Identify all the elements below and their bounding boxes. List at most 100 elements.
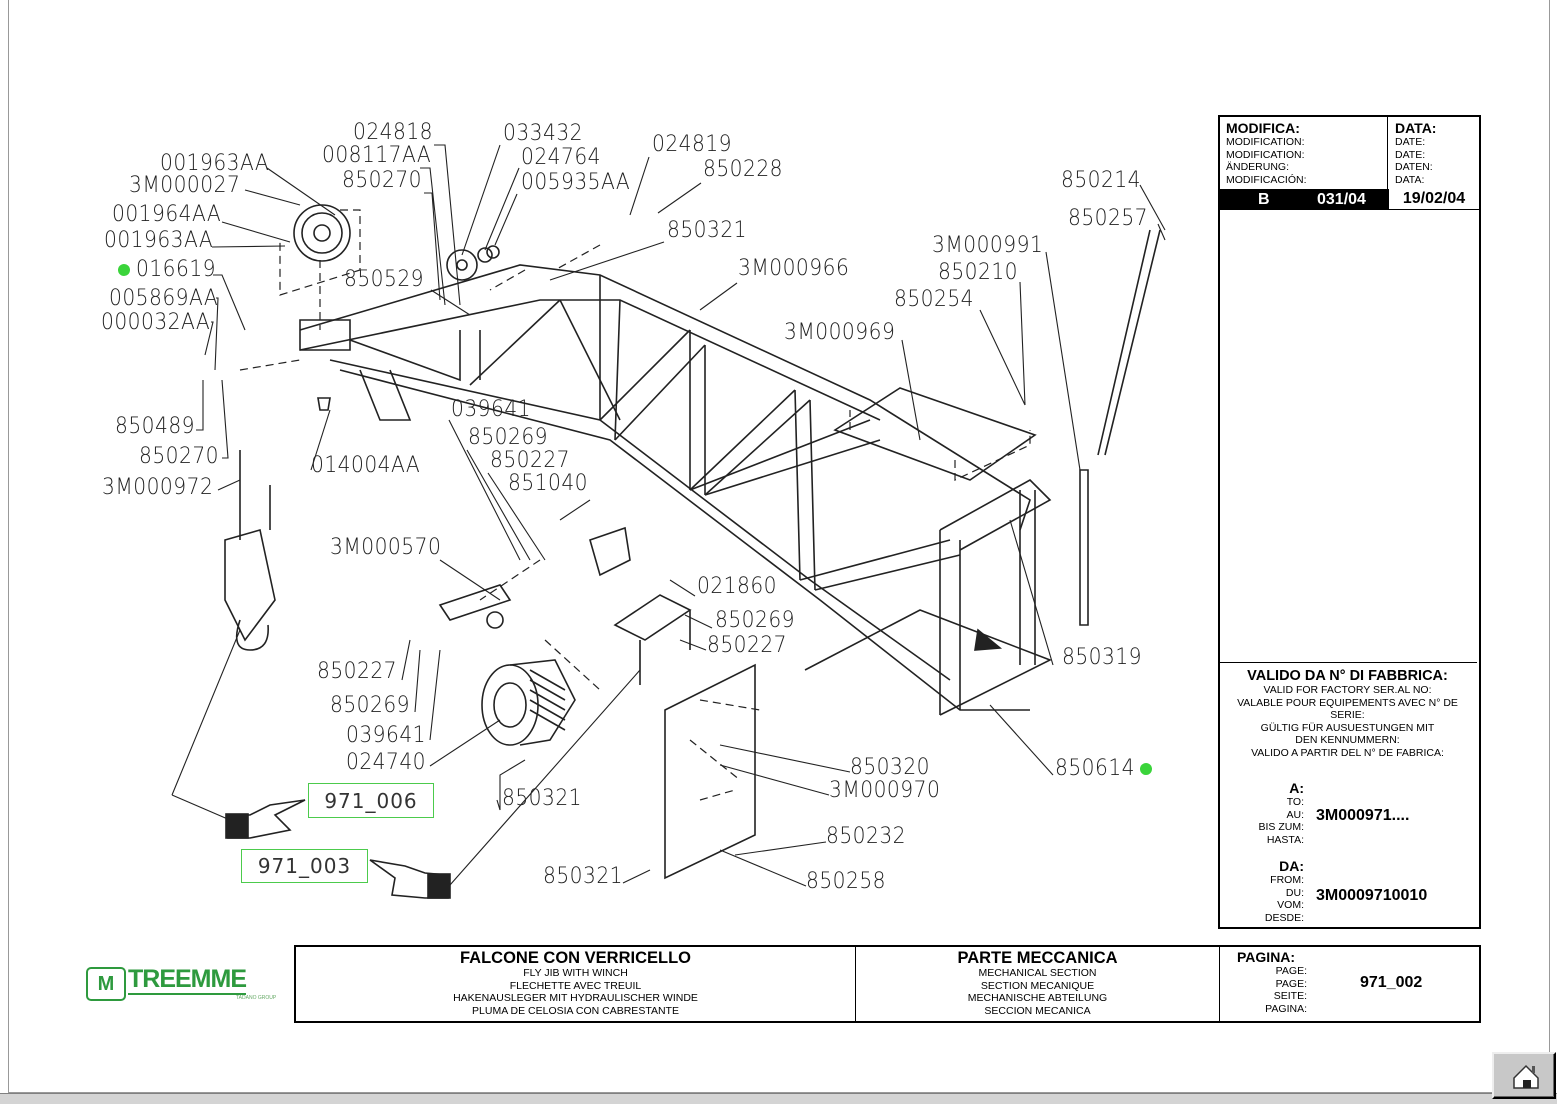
part-label: 850269 — [468, 425, 549, 450]
from-translation: FROM: — [1270, 874, 1304, 886]
valve-bracket — [613, 594, 692, 685]
data-cell: DATA: DATE: DATE: DATEN: DATA: — [1388, 117, 1479, 189]
part-label: 001963AA — [160, 151, 270, 176]
part-label: 024819 — [652, 132, 733, 157]
validity-translation: VALABLE POUR EQUIPEMENTS AVEC N° DE SERI… — [1237, 696, 1458, 722]
part-label: 850489 — [115, 414, 196, 439]
to-serial: 3M000971.... — [1316, 807, 1410, 824]
part-label: 850321 — [543, 864, 624, 889]
part-label: 850321 — [667, 218, 748, 243]
modifica-translation: MODIFICACIÓN: — [1226, 173, 1307, 186]
marker-dot — [1140, 763, 1152, 775]
pointing-hand-icon — [369, 859, 451, 899]
home-button[interactable] — [1492, 1052, 1556, 1099]
winch — [481, 659, 576, 746]
modifica-translation: MODIFICATION: — [1226, 136, 1305, 148]
part-label: 016619 — [136, 257, 217, 282]
from-translation: VOM: — [1277, 899, 1304, 911]
revision-row: B 031/04 — [1220, 189, 1388, 210]
part-label: 033432 — [503, 121, 584, 146]
from-translation: DU: — [1285, 886, 1304, 899]
product-translation: FLECHETTE AVEC TREUIL — [509, 979, 642, 992]
part-label: 851040 — [508, 471, 589, 496]
hydraulic-motor — [438, 526, 631, 629]
to-translation: TO: — [1286, 796, 1304, 808]
logo-mark-icon: M — [86, 967, 126, 1001]
to-translation: HASTA: — [1266, 833, 1304, 846]
validity-panel: VALIDO DA N° DI FABBRICA: VALID FOR FACT… — [1218, 662, 1477, 926]
modifica-translation: ÄNDERUNG: — [1226, 161, 1290, 173]
part-label: 3M000972 — [102, 475, 214, 500]
part-label: 850214 — [1061, 168, 1142, 193]
section-translation: SECCION MECANICA — [984, 1004, 1091, 1017]
part-label: 850320 — [850, 755, 931, 780]
page-number: 971_002 — [1360, 974, 1423, 991]
part-label: 014004AA — [311, 453, 421, 478]
revision-number: 031/04 — [1317, 191, 1366, 208]
data-translation: DATE: — [1395, 136, 1426, 148]
logo-text: TREEMME — [128, 965, 247, 995]
part-label: 850269 — [330, 693, 411, 718]
part-label: 3M000969 — [784, 320, 896, 345]
page-link-971-006[interactable]: 971_006 — [308, 783, 434, 818]
treemme-logo: M TREEMME TADANO GROUP — [86, 965, 286, 1001]
to-title: A: — [1289, 780, 1304, 796]
part-label: 850210 — [938, 260, 1019, 285]
part-label: 024764 — [521, 145, 602, 170]
section-translation: MECHANISCHE ABTEILUNG — [967, 992, 1108, 1004]
part-label: 850319 — [1062, 645, 1143, 670]
part-label: 3M000966 — [738, 256, 850, 281]
part-label: 850227 — [317, 659, 398, 684]
part-label: 850321 — [502, 786, 583, 811]
part-label: 850232 — [826, 824, 907, 849]
shackle — [317, 397, 331, 411]
data-translation: DATEN: — [1395, 161, 1433, 173]
section-title: PARTE MECCANICA — [957, 949, 1118, 967]
jib-truss — [299, 264, 1052, 715]
part-label: 850270 — [139, 444, 220, 469]
part-label: 850529 — [344, 267, 425, 292]
part-label: 850258 — [806, 869, 887, 894]
part-label: 3M000970 — [829, 778, 941, 803]
part-label: 850228 — [703, 157, 784, 182]
marker-dot — [118, 264, 130, 276]
part-label: 3M000570 — [330, 535, 442, 560]
page-translation: PAGE: — [1275, 965, 1307, 977]
product-cell: FALCONE CON VERRICELLO FLY JIB WITH WINC… — [296, 947, 856, 1021]
product-translation: PLUMA DE CELOSIA CON CABRESTANTE — [472, 1004, 679, 1017]
pointing-hand-icon — [225, 799, 306, 839]
revision-date: 19/02/04 — [1388, 189, 1479, 210]
sheave — [293, 204, 500, 281]
part-label: 039641 — [451, 397, 532, 422]
modifica-title: MODIFICA: — [1226, 120, 1300, 136]
part-label: 001963AA — [104, 228, 214, 253]
hook-block — [224, 450, 276, 651]
page-translation: PAGINA: — [1265, 1002, 1307, 1015]
part-label: 3M000991 — [932, 233, 1044, 258]
part-label: 021860 — [697, 574, 778, 599]
part-label: 008117AA — [322, 143, 432, 168]
part-label: 850614 — [1055, 756, 1136, 781]
modifica-cell: MODIFICA: MODIFICATION: MODIFICATION: ÄN… — [1220, 117, 1388, 189]
page-link-971-003[interactable]: 971_003 — [241, 849, 368, 883]
validity-translation: VALID FOR FACTORY SER.AL NO: — [1263, 684, 1432, 696]
from-serial: 3M0009710010 — [1316, 887, 1428, 904]
page-cell: PAGINA: PAGE: PAGE: SEITE: PAGINA: 971_0… — [1220, 947, 1479, 1021]
revision-panel: MODIFICA: MODIFICATION: MODIFICATION: ÄN… — [1218, 115, 1481, 929]
data-title: DATA: — [1395, 120, 1437, 136]
validity-translation: GÜLTIG FÜR AUSUESTUNGEN MIT DEN KENNUMME… — [1260, 721, 1435, 747]
to-translation: AU: — [1286, 808, 1304, 821]
from-title: DA: — [1279, 858, 1304, 874]
product-translation: HAKENAUSLEGER MIT HYDRAULISCHER WINDE — [453, 992, 698, 1004]
platform-plate — [804, 387, 1052, 716]
section-translation: MECHANICAL SECTION — [978, 967, 1097, 979]
part-label: 000032AA — [101, 310, 211, 335]
page-translation: PAGE: — [1275, 977, 1307, 990]
part-label: 024818 — [353, 120, 434, 145]
part-label: 001964AA — [112, 202, 222, 227]
title-block: FALCONE CON VERRICELLO FLY JIB WITH WINC… — [294, 945, 1481, 1023]
part-label: 024740 — [346, 750, 427, 775]
validity-title: VALIDO DA N° DI FABBRICA: — [1247, 668, 1448, 684]
home-icon — [1513, 1064, 1539, 1089]
data-translation: DATE: — [1395, 148, 1426, 161]
